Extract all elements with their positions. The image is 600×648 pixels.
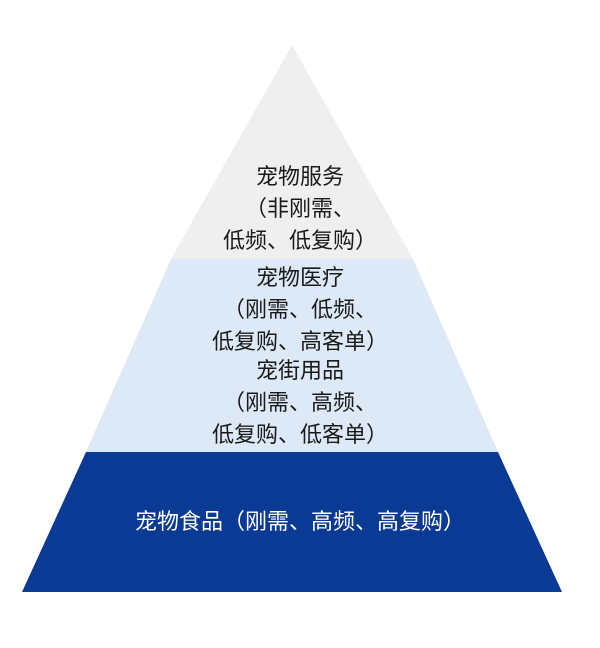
middle-tier-label-a: 宠物医疗 （刚需、低频、 低复购、高客单） (0, 263, 600, 359)
middle-tier-label-b: 宠街用品 （刚需、高频、 低复购、低客单） (0, 356, 600, 452)
middle-tier-b-detail-2: 低复购、低客单） (211, 422, 388, 448)
pyramid-top-tier (171, 45, 413, 259)
middle-tier-a-detail-1: （刚需、低频、 (222, 297, 377, 323)
middle-tier-a-title: 宠物医疗 (255, 266, 344, 291)
middle-tier-b-detail-1: （刚需、高频、 (222, 390, 377, 416)
top-tier-title: 宠物服务 (255, 165, 344, 190)
top-tier-label: 宠物服务 （非刚需、 低频、低复购） (0, 162, 600, 258)
bottom-tier-title: 宠物食品（刚需、高频、高复购） (134, 510, 465, 535)
middle-tier-a-detail-2: 低复购、高客单） (211, 329, 388, 355)
middle-tier-b-title: 宠街用品 (255, 359, 344, 384)
top-tier-detail-1: （非刚需、 (244, 196, 355, 222)
pyramid-bottom-tier (22, 452, 562, 592)
pyramid-middle-tier (86, 259, 498, 452)
bottom-tier-label: 宠物食品（刚需、高频、高复购） (0, 507, 600, 539)
top-tier-detail-2: 低频、低复购） (222, 228, 377, 254)
